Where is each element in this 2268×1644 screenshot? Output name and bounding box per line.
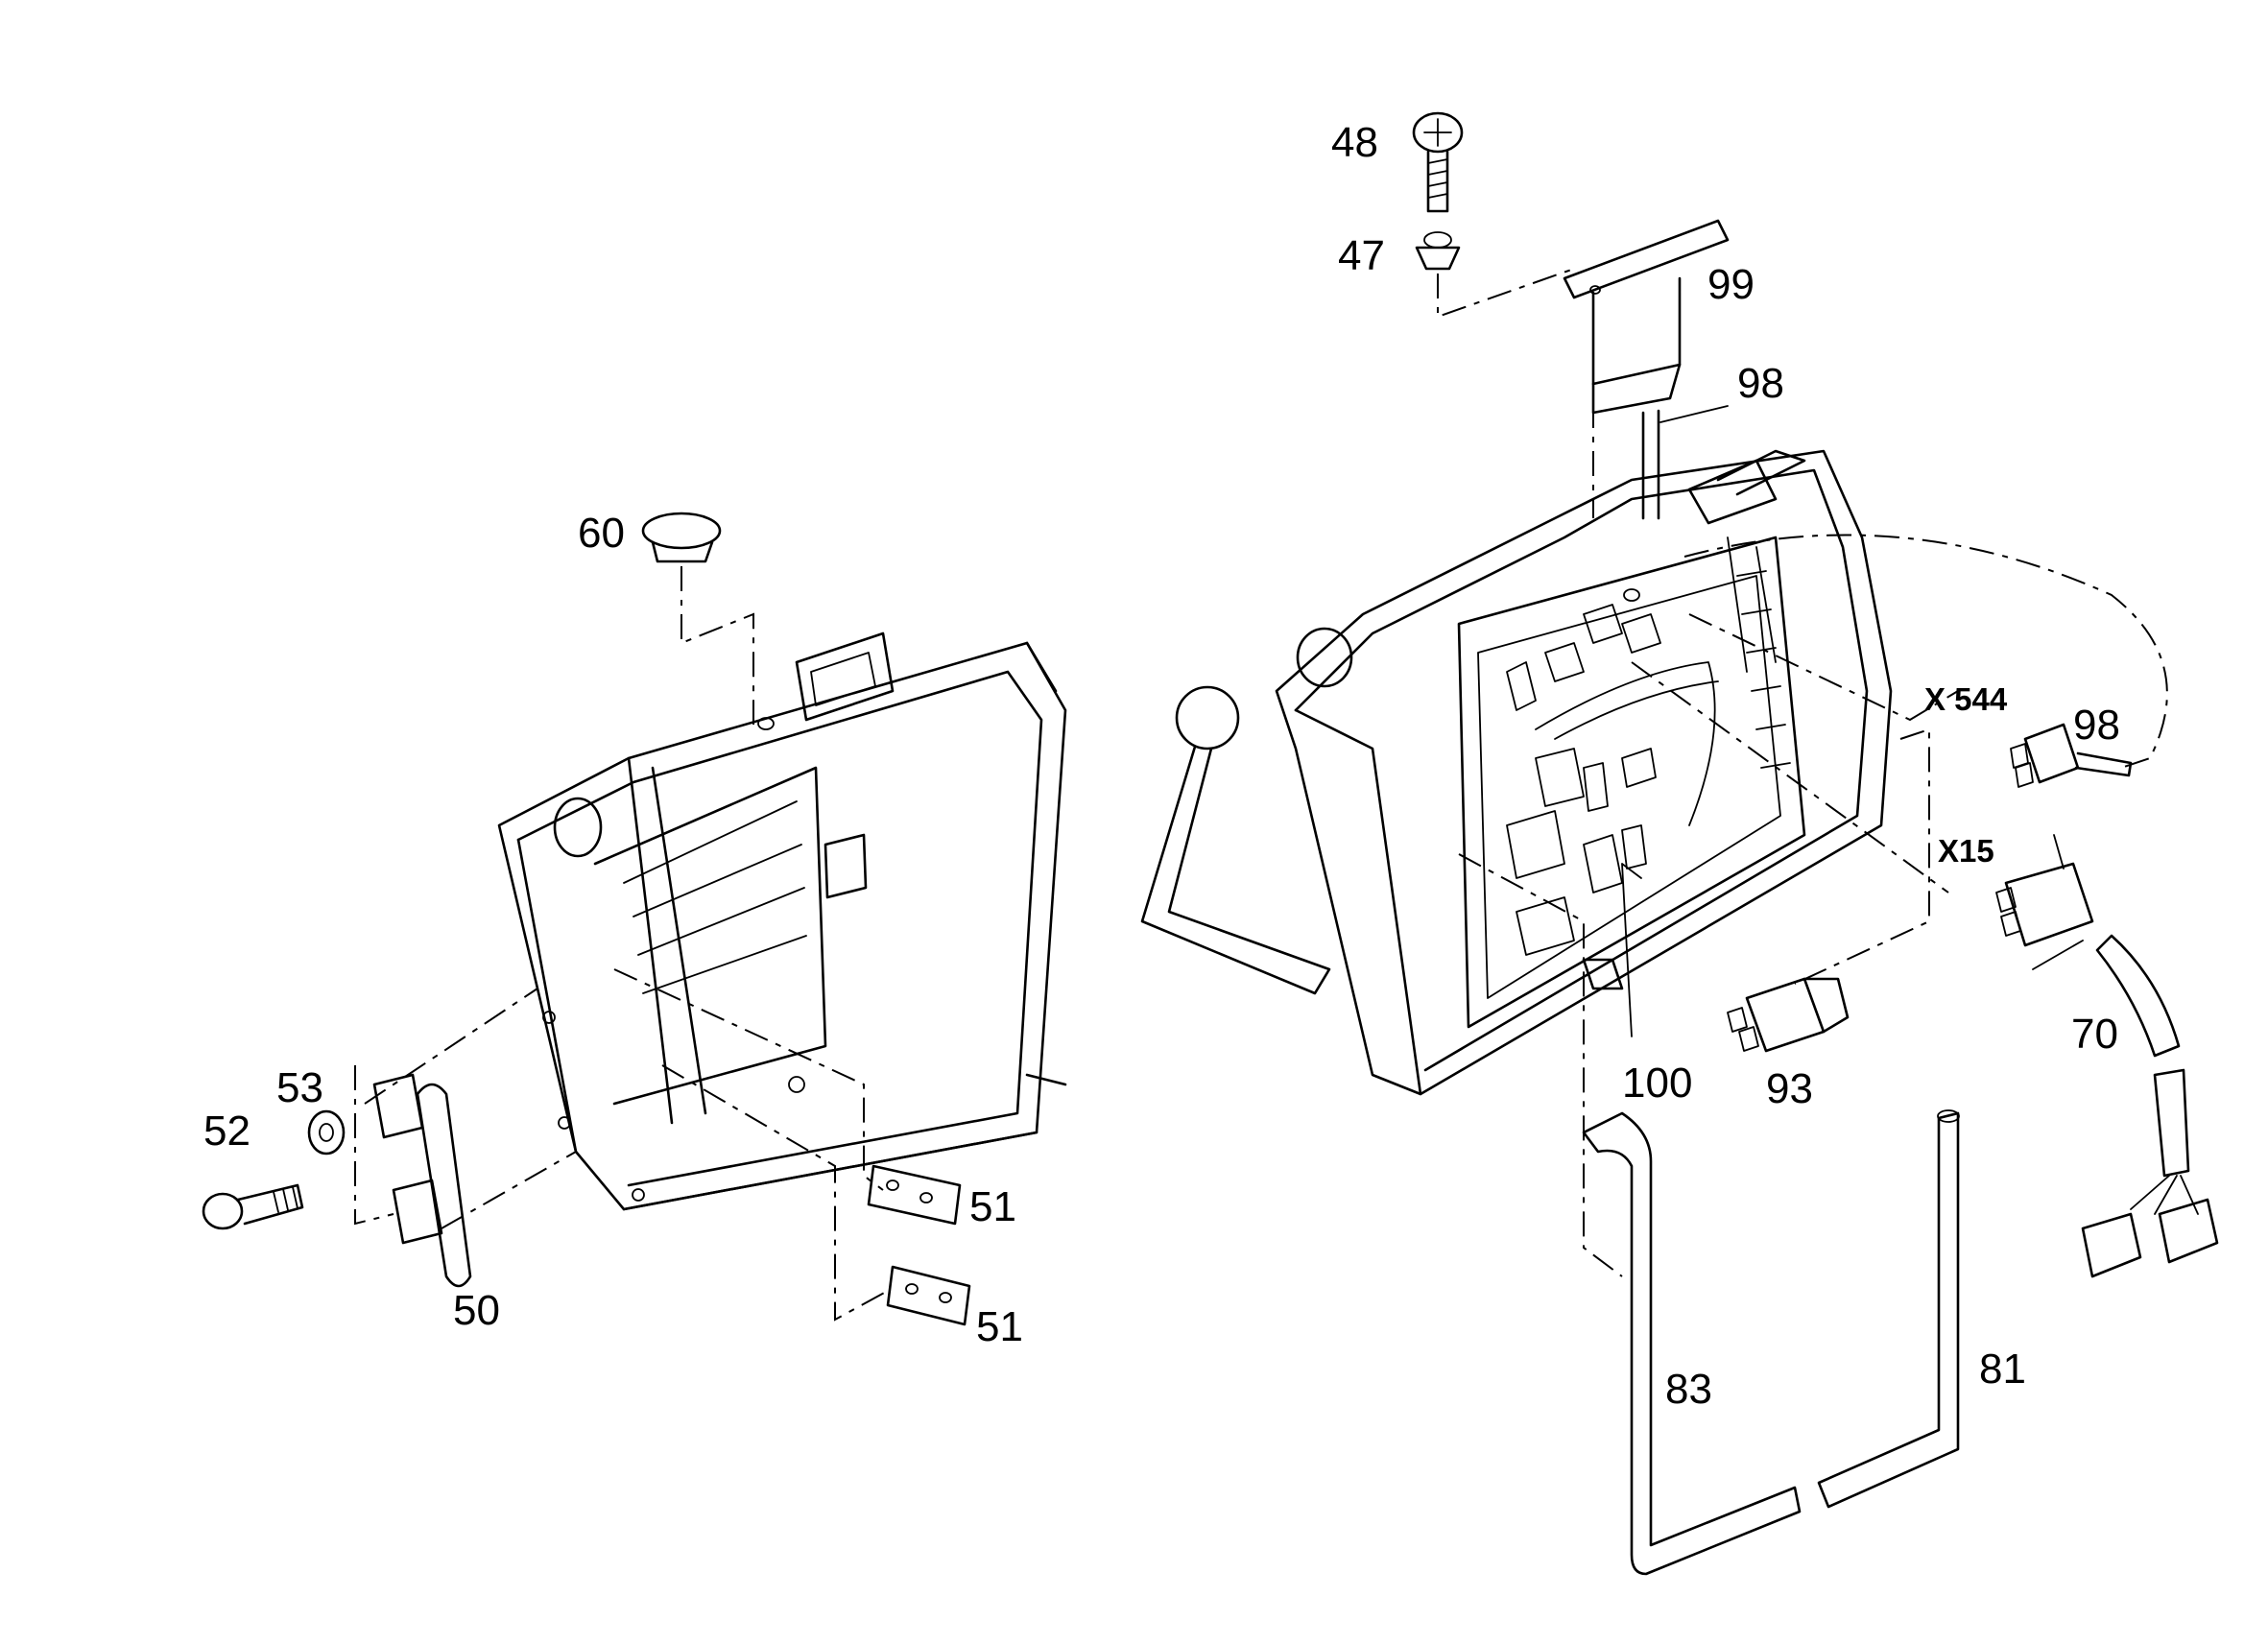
lever-with-ball-knob [1140, 685, 1331, 995]
callout-52: 52 [203, 1108, 251, 1155]
connector-label-x544: X 544 [1924, 681, 2008, 717]
callout-70: 70 [2071, 1011, 2118, 1058]
circuit-board-100 [1506, 536, 1791, 956]
connector-label-x15: X15 [1938, 833, 1994, 869]
assembly-lines [354, 268, 2168, 1322]
cable-assembly-70 [1995, 862, 2219, 1278]
bolt-52 [202, 1183, 304, 1230]
cover-plate-99 [1563, 219, 1730, 520]
washer-47 [1415, 231, 1461, 271]
leader-lines [1621, 405, 2084, 1037]
callout-81: 81 [1979, 1346, 2026, 1393]
callout-47: 47 [1338, 232, 1385, 279]
block-51-upper [867, 1164, 962, 1226]
callout-100: 100 [1622, 1060, 1692, 1107]
tube-81 [1817, 1109, 1960, 1509]
screw-48 [1412, 111, 1464, 213]
washer-53 [307, 1109, 346, 1156]
right-housing-box [1140, 449, 1893, 1096]
connector-98 [2010, 723, 2133, 788]
callout-labels: 48 47 99 98 60 98 X 544 X15 53 52 50 51 … [203, 119, 2120, 1413]
callout-51-lower: 51 [976, 1303, 1023, 1350]
callout-53: 53 [276, 1064, 323, 1111]
callout-99: 99 [1707, 261, 1755, 308]
callout-50: 50 [453, 1287, 500, 1334]
plug-cap-60 [641, 512, 722, 563]
callout-60: 60 [578, 510, 625, 557]
handle-50 [372, 1073, 472, 1288]
block-51-lower [886, 1265, 971, 1326]
callout-51-upper: 51 [969, 1183, 1016, 1230]
callout-93: 93 [1766, 1065, 1813, 1112]
left-housing-frame [497, 631, 1067, 1211]
callout-98-top: 98 [1737, 360, 1784, 407]
callout-48: 48 [1331, 119, 1378, 166]
callout-98-right: 98 [2073, 702, 2120, 749]
callout-83: 83 [1665, 1366, 1712, 1413]
tube-83 [1582, 1111, 1802, 1576]
pressure-switch-93 [1727, 977, 1850, 1053]
